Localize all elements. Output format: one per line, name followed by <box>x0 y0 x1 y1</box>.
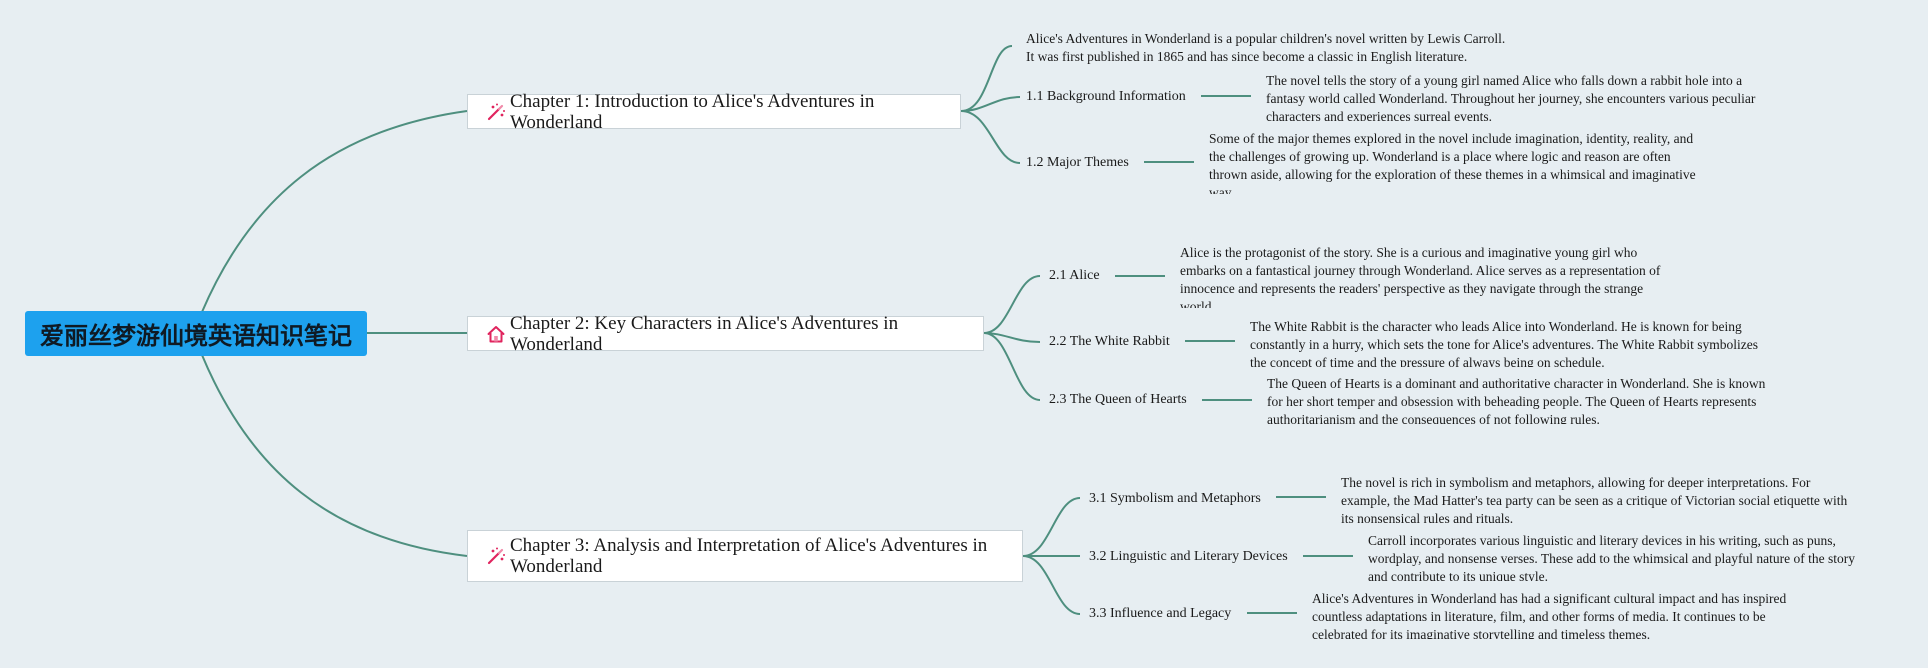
section-3-1-text: The novel is rich in symbolism and metap… <box>1341 475 1848 523</box>
connector-ch1-s1 <box>960 96 1021 112</box>
section-1-1-text: The novel tells the story of a young gir… <box>1266 73 1756 121</box>
intro-line-1: Alice's Adventures in Wonderland is a po… <box>1026 31 1506 46</box>
magic-wand-icon <box>487 103 505 120</box>
connector-root-ch3 <box>201 354 468 557</box>
intro-line-2: It was first published in 1865 and has s… <box>1026 49 1468 64</box>
section-2-1-label[interactable]: 2.1 Alice <box>1049 268 1100 283</box>
section-2-2-label[interactable]: 2.2 The White Rabbit <box>1049 334 1170 349</box>
magic-wand-icon <box>487 547 505 565</box>
section-3-2-label[interactable]: 3.2 Linguistic and Literary Devices <box>1089 549 1288 564</box>
connector-ch1-intro <box>960 45 1013 112</box>
section-2-1-text: Alice is the protagonist of the story. S… <box>1180 245 1661 308</box>
chapter-3-title: Chapter 3: Analysis and Interpretation o… <box>510 535 988 577</box>
section-3-3-text: Alice's Adventures in Wonderland has had… <box>1312 591 1787 639</box>
chapter-1-node[interactable]: Chapter 1: Introduction to Alice's Adven… <box>467 91 961 133</box>
intro-text: Alice's Adventures in Wonderland is a po… <box>1026 30 1586 64</box>
root-title: 爱丽丝梦游仙境英语知识笔记 <box>40 322 352 350</box>
section-3-1-label[interactable]: 3.1 Symbolism and Metaphors <box>1089 491 1261 506</box>
connector-ch1-s2 <box>960 110 1021 164</box>
section-3-3-label[interactable]: 3.3 Influence and Legacy <box>1089 606 1232 621</box>
connector-ch2-s3 <box>983 332 1041 401</box>
section-1-2-label[interactable]: 1.2 Major Themes <box>1026 155 1129 170</box>
section-1-1-label[interactable]: 1.1 Background Information <box>1026 89 1186 104</box>
section-2-2-text: The White Rabbit is the character who le… <box>1250 319 1758 367</box>
chapter-1-title: Chapter 1: Introduction to Alice's Adven… <box>510 90 875 133</box>
house-icon <box>487 325 505 342</box>
section-3-2-text: Carroll incorporates various linguistic … <box>1368 533 1855 581</box>
connector-root-ch1 <box>201 110 468 313</box>
chapter-2-title: Chapter 2: Key Characters in Alice's Adv… <box>510 312 899 355</box>
connector-ch2-s2 <box>983 332 1041 343</box>
section-1-2-text: Some of the major themes explored in the… <box>1209 131 1696 194</box>
root-node[interactable]: 爱丽丝梦游仙境英语知识笔记 <box>25 311 367 356</box>
section-2-3-text: The Queen of Hearts is a dominant and au… <box>1267 376 1766 424</box>
chapter-3-node[interactable]: Chapter 3: Analysis and Interpretation o… <box>467 530 1023 582</box>
connector-ch3-s1 <box>1022 497 1081 557</box>
chapter-2-node[interactable]: Chapter 2: Key Characters in Alice's Adv… <box>467 313 984 355</box>
connector-ch2-s1 <box>983 275 1041 334</box>
connector-ch3-s3 <box>1022 555 1081 615</box>
section-2-3-label[interactable]: 2.3 The Queen of Hearts <box>1049 392 1187 407</box>
